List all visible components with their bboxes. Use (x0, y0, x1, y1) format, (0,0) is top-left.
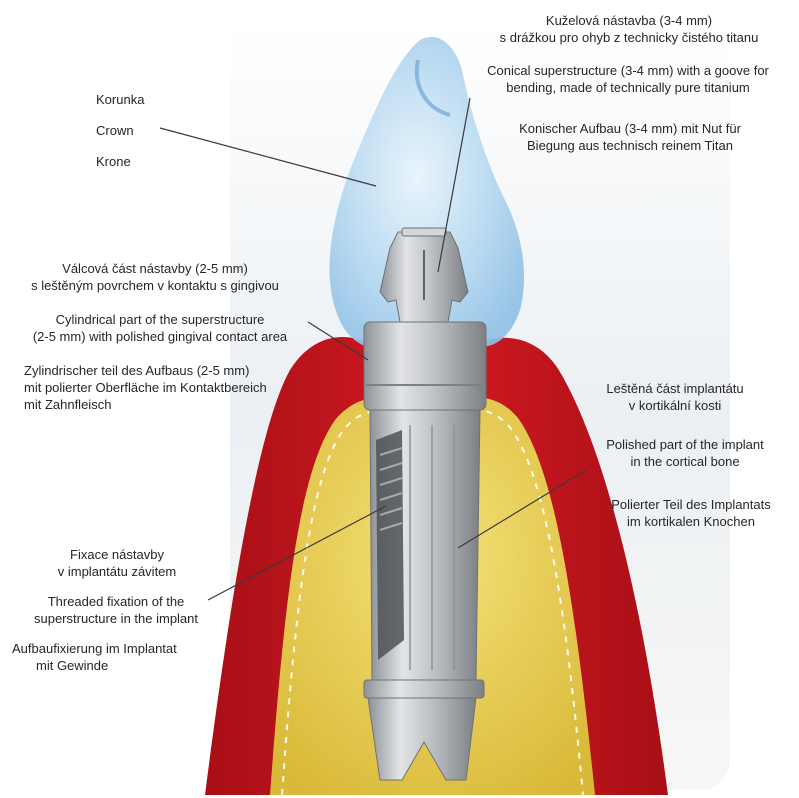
label-conical-cz: Kuželová nástavba (3-4 mm) s drážkou pro… (468, 12, 790, 46)
label-polished-de: Polierter Teil des Implantats im kortika… (586, 496, 796, 530)
label-cylindrical-de: Zylindrischer teil des Aufbaus (2-5 mm) … (24, 362, 267, 413)
label-polished-cz: Leštěná část implantátu v kortikální kos… (570, 380, 780, 414)
label-polished-en: Polished part of the implant in the cort… (580, 436, 790, 470)
label-threaded-cz: Fixace nástavby v implantátu závitem (12, 546, 222, 580)
crown-de: Krone (96, 146, 144, 177)
crown-cz: Korunka (96, 84, 144, 115)
label-conical-de: Konischer Aufbau (3-4 mm) mit Nut für Bi… (480, 120, 780, 154)
cylindrical-collar (364, 322, 486, 410)
label-cylindrical-cz: Válcová část nástavby (2-5 mm) s leštěný… (10, 260, 300, 294)
implant-lower-ring (364, 680, 484, 698)
label-crown: Korunka Crown Krone (96, 84, 144, 177)
label-threaded-en: Threaded fixation of the superstructure … (8, 593, 224, 627)
label-conical-en: Conical superstructure (3-4 mm) with a g… (460, 62, 796, 96)
label-threaded-de: Aufbaufixierung im Implantat mit Gewinde (12, 640, 177, 674)
crown-en: Crown (96, 115, 144, 146)
abutment-top (402, 228, 446, 236)
label-cylindrical-en: Cylindrical part of the superstructure (… (18, 311, 302, 345)
